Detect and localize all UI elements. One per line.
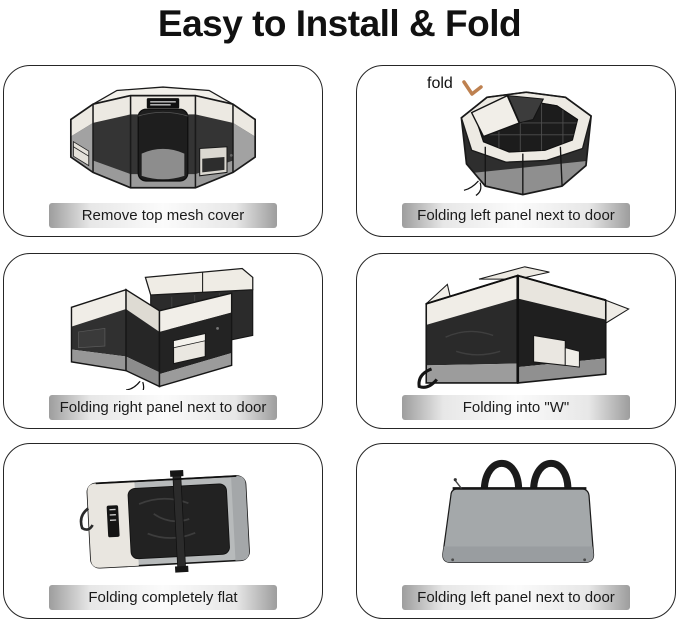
step-caption: Folding completely flat [48,585,278,610]
step-card-5: Folding completely flat [3,443,323,619]
carry-bag-illustration [442,459,595,564]
step-card-6: Folding left panel next to door [356,443,676,619]
step-card-3: Folding right panel next to door [3,253,323,429]
page-title: Easy to Install & Fold [157,3,522,44]
step-card-2: fold Folding left panel next to door [356,65,676,237]
step-card-1: Remove top mesh cover [3,65,323,237]
w-fold-illustration [417,266,630,389]
fold-annotation-label: fold [427,75,453,92]
step-card-4: Folding into "W" [356,253,676,429]
flat-fold-illustration [79,469,250,573]
step-caption: Remove top mesh cover [48,203,278,228]
step-caption: Folding left panel next to door [401,203,631,228]
step-caption: Folding right panel next to door [48,395,278,420]
fold-annotation: fold [427,75,484,99]
assembled-playpen-illustration [69,86,257,189]
step-caption: Folding into "W" [401,395,631,420]
step-caption: Folding left panel next to door [401,585,631,610]
folding-right-panel-illustration [70,267,254,390]
open-top-folding-left-panel-illustration [460,91,592,196]
fold-arrow-icon [462,80,483,96]
